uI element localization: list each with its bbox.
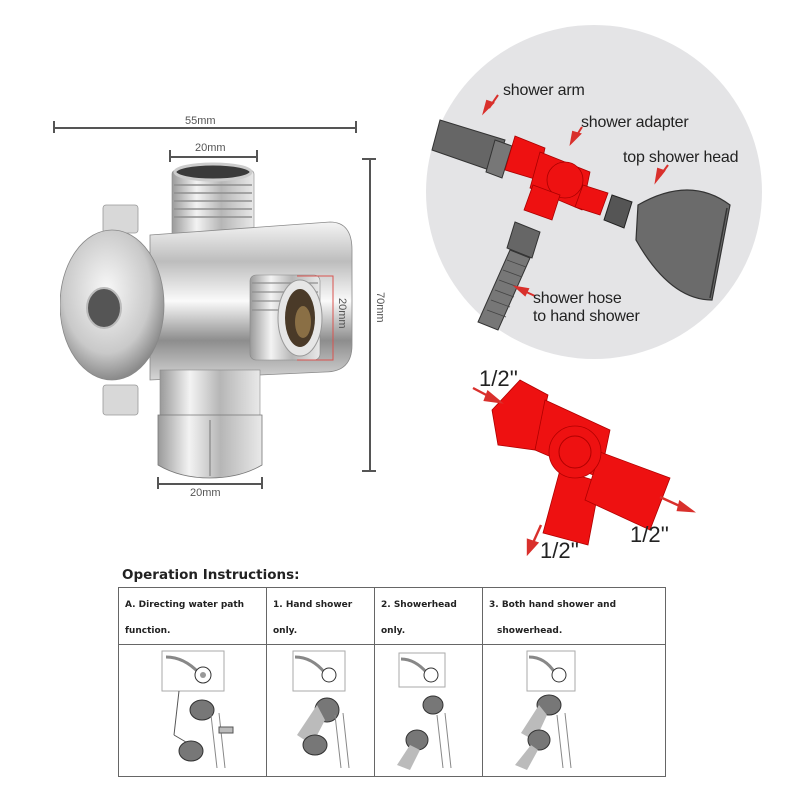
instruction-image-a (118, 644, 267, 777)
dimension-tick (169, 150, 171, 162)
top-inlet-width-line (170, 156, 257, 158)
instruction-header-a: A. Directing water path function. (118, 587, 267, 645)
instruction-header-2: 2. Showerhead only. (374, 587, 483, 645)
dimension-tick (261, 477, 263, 489)
bottom-outlet-width-label: 20mm (190, 487, 221, 499)
dimension-tick (256, 150, 258, 162)
dimension-tick (157, 477, 159, 489)
side-outlet-height-label: 20mm (336, 298, 348, 329)
label-top-shower-head: top shower head (623, 149, 739, 166)
dimension-tick (362, 470, 376, 472)
dimension-tick (53, 121, 55, 133)
overall-height-label: 70mm (374, 292, 386, 323)
dimension-tick (355, 121, 357, 133)
instructions-header-row: A. Directing water path function. 1. Han… (118, 587, 666, 645)
bottom-outlet-thread-size: 1/2'' (540, 538, 579, 563)
overall-width-label: 55mm (185, 115, 216, 127)
instruction-header-1: 1. Hand shower only. (266, 587, 375, 645)
diverter-valve-photo: 20mm (60, 162, 353, 479)
overall-height-line (369, 158, 371, 471)
red-adapter-illustration (472, 379, 696, 557)
operation-instructions-title: Operation Instructions: (122, 567, 300, 583)
instructions-image-row (118, 644, 666, 777)
instruction-image-2 (374, 644, 483, 777)
instruction-header-3: 3. Both hand shower and showerhead. (482, 587, 666, 645)
label-to-hand-shower: to hand shower (533, 308, 640, 325)
shower-adapter-red (504, 135, 609, 221)
bottom-outlet-width-line (158, 483, 262, 485)
top-inlet-width-label: 20mm (195, 142, 226, 154)
operation-instructions-table: A. Directing water path function. 1. Han… (118, 587, 666, 777)
label-shower-arm: shower arm (503, 82, 585, 99)
right-outlet-thread-size: 1/2'' (630, 522, 669, 547)
inlet-thread-size: 1/2'' (479, 366, 518, 391)
installation-illustration (431, 94, 731, 331)
instruction-image-3 (482, 644, 666, 777)
label-shower-hose: shower hose (533, 290, 622, 307)
instruction-image-1 (266, 644, 375, 777)
overall-width-line (54, 127, 356, 129)
label-shower-adapter: shower adapter (581, 114, 689, 131)
